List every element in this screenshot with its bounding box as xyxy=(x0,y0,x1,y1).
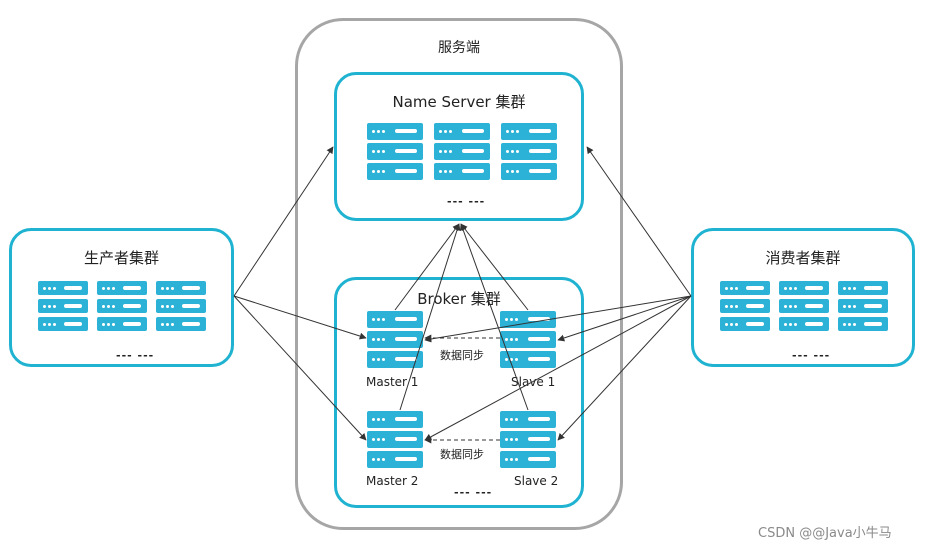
server-side-container: 服务端 xyxy=(295,18,623,530)
sync-label-1: 数据同步 xyxy=(440,349,484,362)
server-icon xyxy=(501,123,557,183)
producer-label: 生产者集群 xyxy=(83,249,159,267)
edge-consumer-slave1 xyxy=(557,295,692,342)
name-server-label: Name Server 集群 xyxy=(392,93,526,111)
master-1-server-icon xyxy=(367,311,423,371)
producer-cluster: 生产者集群 --- --- xyxy=(9,228,234,367)
server-side-label: 服务端 xyxy=(438,40,480,56)
edge-master1-nameserver xyxy=(394,223,460,311)
edge-consumer-nameserver xyxy=(586,146,692,297)
watermark: CSDN @@Java小牛马 xyxy=(758,526,892,541)
server-icon xyxy=(367,123,423,183)
edge-consumer-slave2 xyxy=(557,295,692,441)
server-icon xyxy=(434,123,490,183)
edge-producer-nameserver xyxy=(233,146,334,297)
server-icon xyxy=(38,281,88,335)
name-server-more: --- --- xyxy=(447,195,486,208)
consumer-more: --- --- xyxy=(792,349,831,362)
edge-consumer-master1 xyxy=(424,295,692,343)
server-icon xyxy=(156,281,206,335)
server-icon xyxy=(779,281,829,335)
edge-producer-master1 xyxy=(233,295,367,340)
server-icon xyxy=(720,281,770,335)
master-2-server-icon xyxy=(367,411,423,471)
master-1-label: Master 1 xyxy=(366,375,419,389)
edge-slave2-nameserver xyxy=(459,223,529,411)
consumer-cluster: 消费者集群 --- --- xyxy=(691,228,915,367)
master-2-label: Master 2 xyxy=(366,474,419,488)
producer-more: --- --- xyxy=(116,349,155,362)
slave-2-label: Slave 2 xyxy=(514,474,559,488)
server-icon xyxy=(838,281,888,335)
sync-label-2: 数据同步 xyxy=(440,448,484,461)
edge-producer-master2 xyxy=(233,295,367,441)
server-icon xyxy=(97,281,147,335)
edge-slave1-nameserver xyxy=(460,223,529,311)
edge-consumer-master2 xyxy=(424,295,692,441)
slave-2-server-icon xyxy=(500,411,556,471)
slave-1-server-icon xyxy=(500,311,556,371)
broker-more: --- --- xyxy=(454,486,493,499)
consumer-label: 消费者集群 xyxy=(765,249,841,267)
name-server-cluster: Name Server 集群 --- --- xyxy=(334,72,584,221)
edge-master2-nameserver xyxy=(399,223,461,411)
broker-label: Broker 集群 xyxy=(417,290,501,308)
